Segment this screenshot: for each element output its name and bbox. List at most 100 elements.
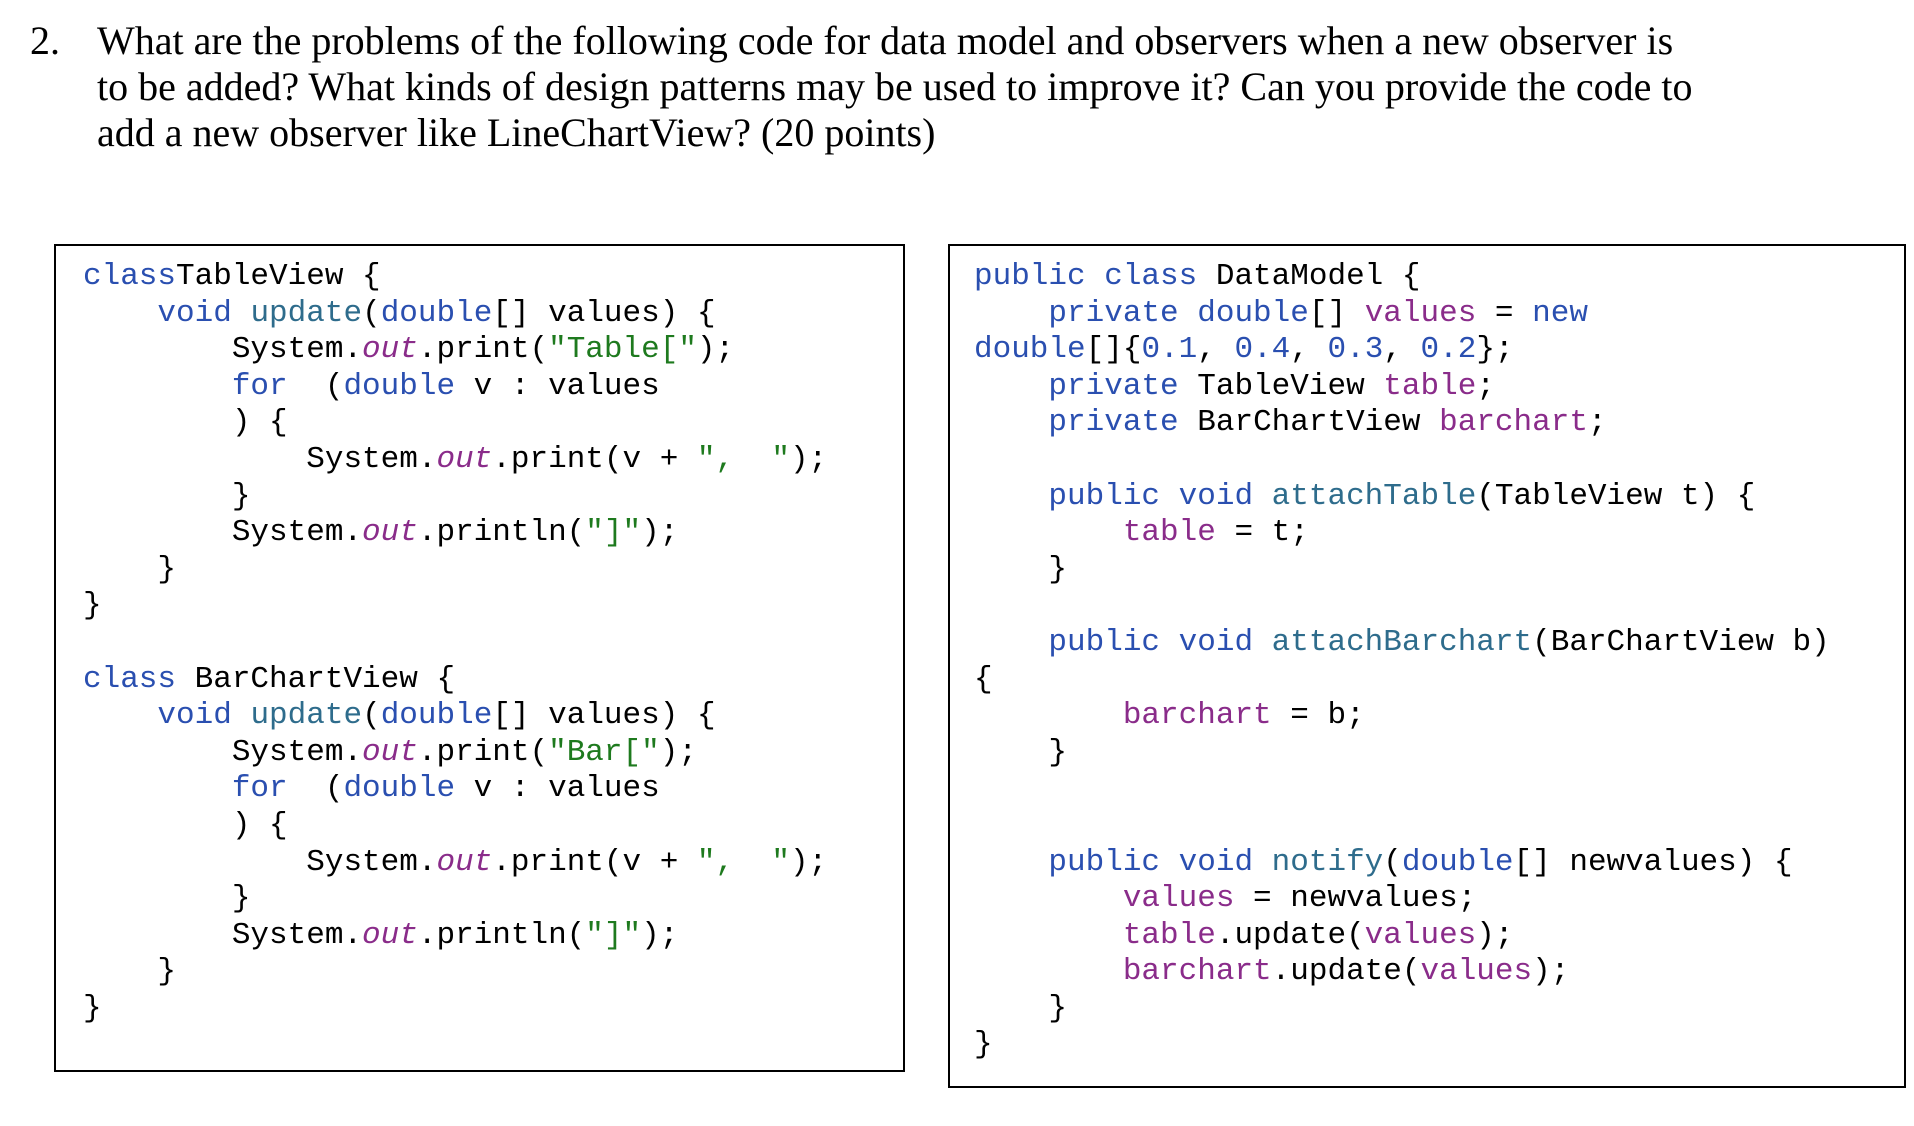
code-token: 0.3 bbox=[1327, 332, 1384, 368]
code-token bbox=[83, 296, 157, 331]
code-line: private BarChartView barchart; bbox=[974, 405, 1830, 442]
code-token: } bbox=[974, 734, 1068, 770]
code-line: void update(double[] values) { bbox=[83, 296, 827, 333]
code-line: } bbox=[83, 588, 827, 625]
code-token bbox=[974, 881, 1123, 916]
code-token: values bbox=[1364, 295, 1477, 331]
code-token: double bbox=[974, 332, 1086, 368]
code-token: 0.4 bbox=[1234, 332, 1291, 368]
code-token: v : values bbox=[455, 368, 660, 404]
code-token: private bbox=[1048, 405, 1179, 441]
code-token: ( bbox=[362, 295, 381, 331]
code-token: public void bbox=[1048, 478, 1254, 514]
code-token: , bbox=[1197, 332, 1235, 368]
code-token: ); bbox=[1532, 954, 1570, 990]
code-token: []{ bbox=[1085, 332, 1142, 368]
code-token: "Bar[" bbox=[548, 734, 660, 770]
code-token: }; bbox=[1476, 332, 1514, 368]
code-token: new bbox=[1532, 295, 1588, 331]
code-line: ) { bbox=[83, 808, 827, 845]
code-token: [] values) { bbox=[492, 295, 716, 331]
question-line: add a new observer like LineChartView? (… bbox=[97, 110, 936, 155]
code-token bbox=[974, 369, 1048, 404]
code-token: .println( bbox=[417, 515, 586, 551]
code-line: } bbox=[974, 735, 1830, 772]
code-token: [] bbox=[1308, 295, 1365, 331]
code-token: ); bbox=[1476, 917, 1514, 953]
code-line: values = newvalues; bbox=[974, 881, 1830, 918]
code-token: table bbox=[1122, 515, 1216, 551]
code-token: ); bbox=[641, 917, 679, 953]
code-token: ( bbox=[362, 698, 381, 734]
code-token bbox=[974, 954, 1123, 989]
question-number: 2. bbox=[30, 18, 60, 63]
code-token: v : values bbox=[455, 771, 660, 807]
code-token: values bbox=[1364, 917, 1477, 953]
code-token: } bbox=[83, 588, 102, 624]
code-token: values bbox=[1122, 881, 1235, 917]
code-token: = bbox=[1476, 295, 1533, 331]
code-line: private double[] values = new bbox=[974, 296, 1830, 333]
code-token: ) { bbox=[83, 807, 288, 843]
code-token: out bbox=[436, 844, 493, 880]
code-token: ; bbox=[1476, 368, 1495, 404]
code-token: = t; bbox=[1215, 515, 1309, 551]
code-token: .print( bbox=[417, 734, 549, 770]
code-token: } bbox=[83, 990, 102, 1026]
code-token: System. bbox=[83, 515, 363, 551]
code-token bbox=[974, 698, 1123, 733]
code-token: System. bbox=[83, 734, 363, 770]
code-listing-left: classTableView { void update(double[] va… bbox=[83, 259, 827, 1027]
code-token: .print( bbox=[417, 332, 549, 368]
code-token: BarChartView bbox=[1178, 405, 1440, 441]
code-token: } bbox=[83, 881, 251, 917]
code-line: System.out.print("Bar["); bbox=[83, 735, 827, 772]
code-line: barchart = b; bbox=[974, 698, 1830, 735]
code-token: ", " bbox=[696, 844, 790, 880]
code-token: .print(v + bbox=[492, 441, 697, 477]
code-token: "]" bbox=[585, 917, 642, 953]
code-line: System.out.println("]"); bbox=[83, 515, 827, 552]
code-line: } bbox=[83, 479, 827, 516]
code-token: class bbox=[83, 661, 177, 697]
code-token: ); bbox=[789, 441, 828, 477]
code-line: } bbox=[974, 1027, 1830, 1064]
code-token: public void bbox=[1048, 844, 1254, 880]
code-box-datamodel: public class DataModel { private double[… bbox=[948, 244, 1906, 1088]
code-token: 0.1 bbox=[1141, 332, 1198, 368]
code-token bbox=[974, 918, 1123, 953]
code-line bbox=[974, 588, 1830, 625]
code-line: System.out.print("Table["); bbox=[83, 332, 827, 369]
code-token: ) { bbox=[83, 405, 288, 441]
code-line: } bbox=[83, 552, 827, 589]
code-token: (TableView t) { bbox=[1476, 478, 1756, 514]
code-line bbox=[83, 625, 827, 662]
code-token bbox=[974, 845, 1048, 880]
code-token: [] newvalues) { bbox=[1513, 844, 1793, 880]
code-token: , bbox=[1290, 332, 1328, 368]
code-token: barchart bbox=[1122, 698, 1272, 734]
code-token bbox=[83, 369, 232, 404]
code-token bbox=[974, 625, 1048, 660]
code-token: } bbox=[83, 954, 177, 990]
code-token: "Table[" bbox=[548, 332, 697, 368]
code-token: "]" bbox=[585, 515, 642, 551]
code-token: notify bbox=[1253, 844, 1384, 880]
code-token: ( bbox=[287, 771, 344, 807]
code-token bbox=[974, 515, 1123, 550]
code-token: .update( bbox=[1271, 954, 1421, 990]
code-token: } bbox=[974, 990, 1068, 1026]
code-token bbox=[974, 296, 1048, 331]
code-token: out bbox=[362, 734, 418, 770]
code-token: attachBarchart bbox=[1253, 624, 1533, 660]
code-token: out bbox=[436, 441, 493, 477]
code-token: .print(v + bbox=[492, 844, 697, 880]
code-token bbox=[974, 405, 1048, 440]
code-line: ) { bbox=[83, 405, 827, 442]
code-token: void bbox=[157, 698, 232, 734]
code-token bbox=[83, 698, 157, 733]
code-line: public class DataModel { bbox=[974, 259, 1830, 296]
code-line: } bbox=[83, 991, 827, 1028]
code-line: public void attachBarchart(BarChartView … bbox=[974, 624, 1829, 662]
code-token: [] values) { bbox=[492, 698, 716, 734]
